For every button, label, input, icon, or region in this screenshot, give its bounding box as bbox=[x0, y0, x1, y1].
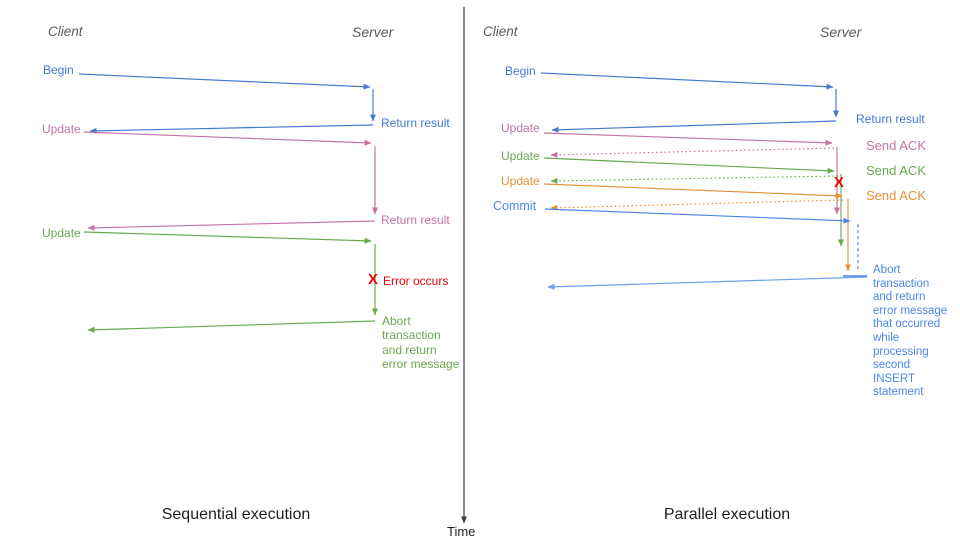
seq-begin-send-arrow bbox=[78, 73, 371, 90]
seq-return-2-arrow bbox=[87, 220, 376, 231]
seq-error-occurs-label: Error occurs bbox=[383, 274, 449, 288]
seq-abort-note: Abort transaction and return error messa… bbox=[382, 314, 460, 371]
seq-server-header: Server bbox=[352, 24, 394, 40]
seq-begin-label: Begin bbox=[43, 63, 74, 77]
time-axis-label: Time bbox=[447, 524, 476, 539]
par-commit-label: Commit bbox=[493, 199, 537, 213]
par-send-ack-2-label: Send ACK bbox=[866, 163, 926, 178]
par-update-2-send-arrow bbox=[543, 157, 835, 174]
par-return-result-label: Return result bbox=[856, 112, 925, 126]
par-abort-note: Abort transaction and return error messa… bbox=[873, 264, 948, 399]
seq-return-result-1-label: Return result bbox=[381, 116, 450, 130]
par-ack-2-arrow bbox=[550, 175, 839, 184]
par-begin-label: Begin bbox=[505, 64, 536, 78]
seq-update-1-label: Update bbox=[42, 122, 81, 136]
par-ack-3-arrow bbox=[550, 199, 844, 211]
seq-abort-return-arrow bbox=[87, 320, 376, 333]
seq-return-result-2-label: Return result bbox=[381, 213, 450, 227]
par-return-arrow bbox=[551, 120, 837, 133]
par-update-1-send-arrow bbox=[543, 132, 833, 146]
par-error-x-mark: X bbox=[834, 174, 845, 191]
par-update-2-label: Update bbox=[501, 149, 540, 163]
par-server-header: Server bbox=[820, 24, 862, 40]
seq-update-2-label: Update bbox=[42, 226, 81, 240]
par-client-header: Client bbox=[483, 24, 518, 39]
par-send-ack-1-label: Send ACK bbox=[866, 138, 926, 153]
par-update-3-send-arrow bbox=[543, 183, 843, 199]
par-panel-title: Parallel execution bbox=[663, 506, 791, 523]
seq-update-1-send-arrow bbox=[83, 131, 372, 146]
par-ack-1-arrow bbox=[550, 147, 835, 158]
par-begin-send-arrow bbox=[540, 72, 834, 90]
par-abort-return-arrow bbox=[547, 276, 868, 290]
par-commit-send-arrow bbox=[544, 208, 851, 224]
par-update-1-label: Update bbox=[501, 121, 540, 135]
seq-return-1-arrow bbox=[89, 124, 374, 134]
seq-update-2-send-arrow bbox=[83, 231, 372, 244]
seq-client-header: Client bbox=[48, 24, 83, 39]
par-update-3-label: Update bbox=[501, 174, 540, 188]
seq-error-x-mark: X bbox=[368, 271, 379, 288]
par-send-ack-3-label: Send ACK bbox=[866, 188, 926, 203]
seq-panel-title: Sequential execution bbox=[161, 506, 311, 523]
